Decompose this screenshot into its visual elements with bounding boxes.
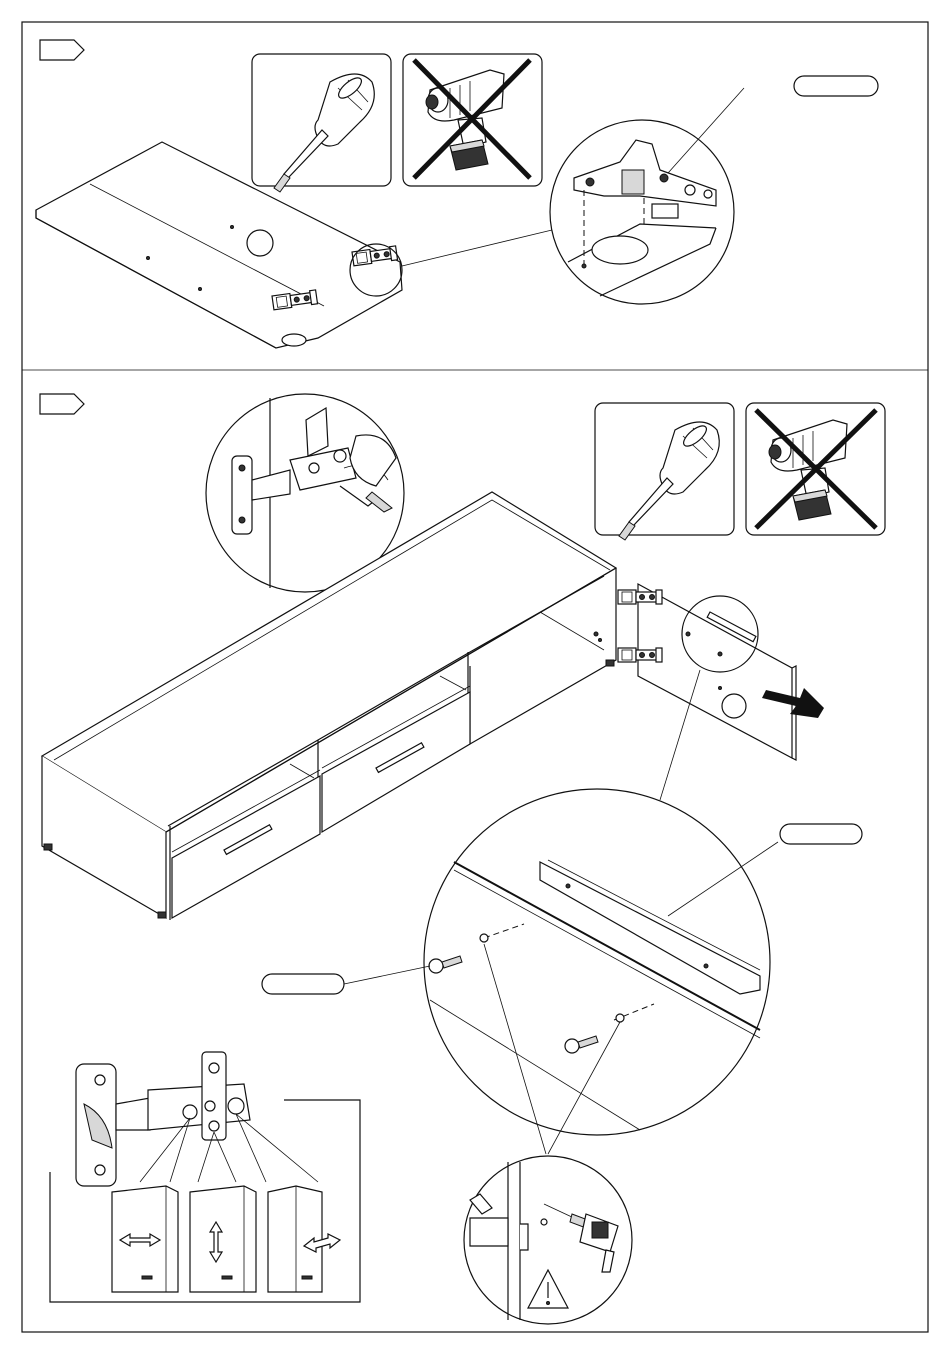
tv-cabinet xyxy=(42,492,616,920)
screwdriver-icon xyxy=(274,74,374,192)
door-panel-flat xyxy=(36,142,402,348)
step-1-flag xyxy=(40,40,84,60)
hinge-adjustment-diagram xyxy=(50,1052,360,1302)
handle-mounting-detail xyxy=(424,789,778,1135)
hinge-mounting-detail xyxy=(550,120,734,304)
callout-leader xyxy=(660,88,744,182)
adjustment-horizontal xyxy=(112,1186,178,1292)
screw-icon xyxy=(429,956,462,973)
screw-icon xyxy=(565,1036,598,1053)
detail-leader xyxy=(484,944,546,1154)
step-1-quantity-tag xyxy=(794,76,878,96)
screwdriver-icon xyxy=(619,422,719,540)
adjustment-vertical xyxy=(190,1186,256,1292)
cabinet-door xyxy=(618,584,796,760)
callout-tag-screw xyxy=(262,974,344,994)
callout-leader xyxy=(344,966,430,984)
callout-tag-handle xyxy=(780,824,862,844)
step-2-flag xyxy=(40,394,84,414)
pre-drill-detail xyxy=(464,1156,632,1324)
detail-leader xyxy=(402,230,552,266)
warning-triangle-icon xyxy=(528,1270,568,1308)
adjustment-depth xyxy=(268,1186,340,1292)
